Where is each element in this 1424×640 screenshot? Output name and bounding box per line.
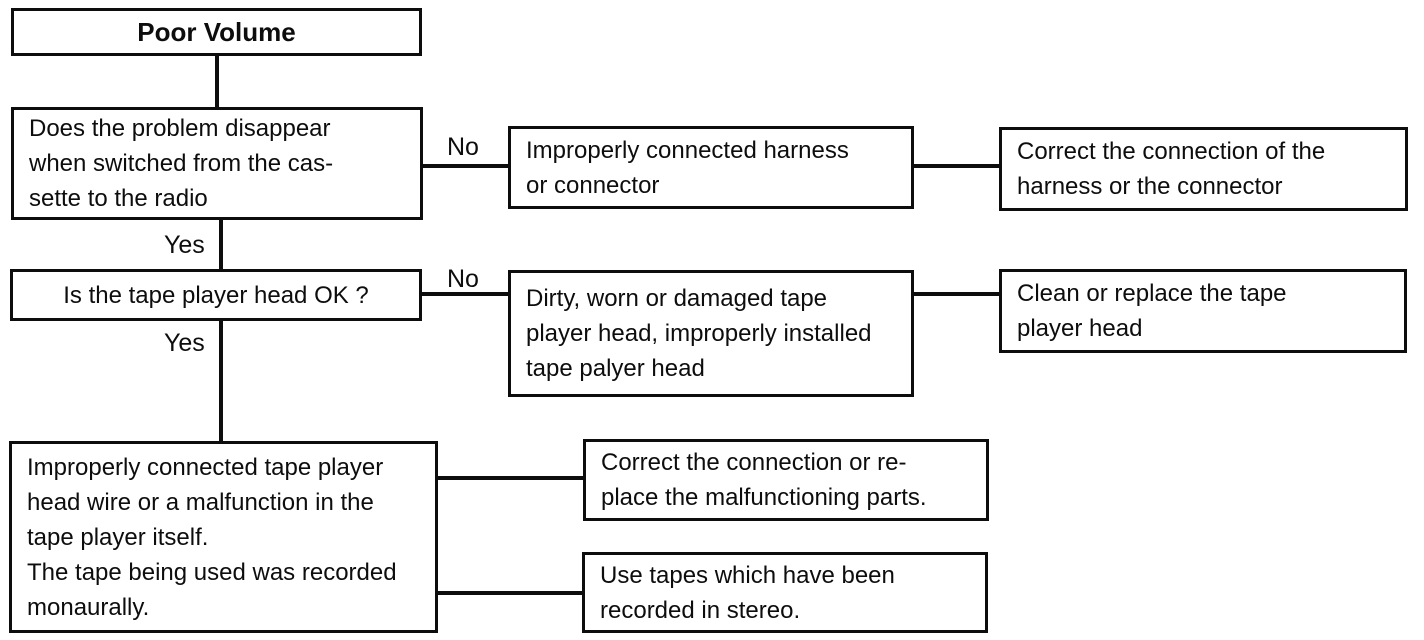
- node-text-line: Improperly connected harness: [526, 136, 849, 164]
- node-text-line: Is the tape player head OK ?: [63, 281, 369, 309]
- node-cause-dirty-worn-head: Dirty, worn or damaged tape player head,…: [508, 270, 914, 397]
- node-text-line: tape palyer head: [526, 355, 705, 382]
- node-text-line: player head, improperly installed: [526, 320, 872, 347]
- node-text-line: place the malfunctioning parts.: [601, 484, 927, 511]
- edge-start-to-q1: [215, 55, 219, 109]
- node-text-line: Correct the connection of the: [1017, 138, 1326, 165]
- edge-q2-to-c2: [421, 292, 509, 296]
- edge-q3-to-a4: [436, 591, 583, 595]
- edge-q1-to-c1: [422, 164, 509, 168]
- node-text-line: recorded in stereo.: [600, 596, 801, 624]
- node-cause-harness-connector: Improperly connected harness or connecto…: [508, 126, 914, 209]
- node-text-line: Use tapes which have been: [600, 561, 895, 589]
- node-text-line: tape player itself.: [27, 523, 209, 551]
- edge-label-yes-1: Yes: [164, 231, 205, 259]
- node-text-line: or connector: [526, 171, 660, 199]
- node-text-line: sette to the radio: [29, 185, 208, 212]
- edge-label-yes-2: Yes: [164, 329, 205, 357]
- edge-c1-to-a1: [912, 164, 1000, 168]
- edge-q3-to-a3: [436, 476, 584, 480]
- node-text-line: head wire or a malfunction in the: [27, 488, 374, 516]
- edge-label-no-1: No: [447, 133, 479, 161]
- edge-c2-to-a2: [912, 292, 1000, 296]
- node-text-line: Correct the connection or re-: [601, 449, 907, 476]
- node-poor-volume: Poor Volume: [11, 8, 422, 56]
- node-text-line: when switched from the cas-: [29, 150, 334, 177]
- node-text-line: Clean or replace the tape: [1017, 280, 1287, 307]
- node-text-line: Improperly connected tape player: [27, 453, 384, 481]
- node-action-clean-replace-head: Clean or replace the tape player head: [999, 269, 1407, 353]
- node-cause-head-wire-or-mono-tape: Improperly connected tape player head wi…: [9, 441, 438, 633]
- edge-q2-to-q3: [219, 320, 223, 443]
- node-question-tape-head-ok: Is the tape player head OK ?: [10, 269, 422, 321]
- edge-label-no-2: No: [447, 265, 479, 293]
- node-text-line: Dirty, worn or damaged tape: [526, 285, 828, 312]
- node-action-correct-connection-replace-parts: Correct the connection or re- place the …: [583, 439, 989, 521]
- node-text-line: Does the problem disappear: [29, 115, 331, 142]
- node-action-correct-harness: Correct the connection of the harness or…: [999, 127, 1408, 211]
- node-text-line: player head: [1017, 315, 1143, 342]
- node-question-cassette-vs-radio: Does the problem disappear when switched…: [11, 107, 423, 220]
- node-text-line: monaurally.: [27, 593, 150, 621]
- node-text-line: Poor Volume: [137, 16, 296, 47]
- node-text-line: harness or the connector: [1017, 173, 1283, 200]
- node-action-use-stereo-tapes: Use tapes which have been recorded in st…: [582, 552, 988, 633]
- node-text-line: The tape being used was recorded: [27, 558, 397, 586]
- edge-q1-to-q2: [219, 219, 223, 271]
